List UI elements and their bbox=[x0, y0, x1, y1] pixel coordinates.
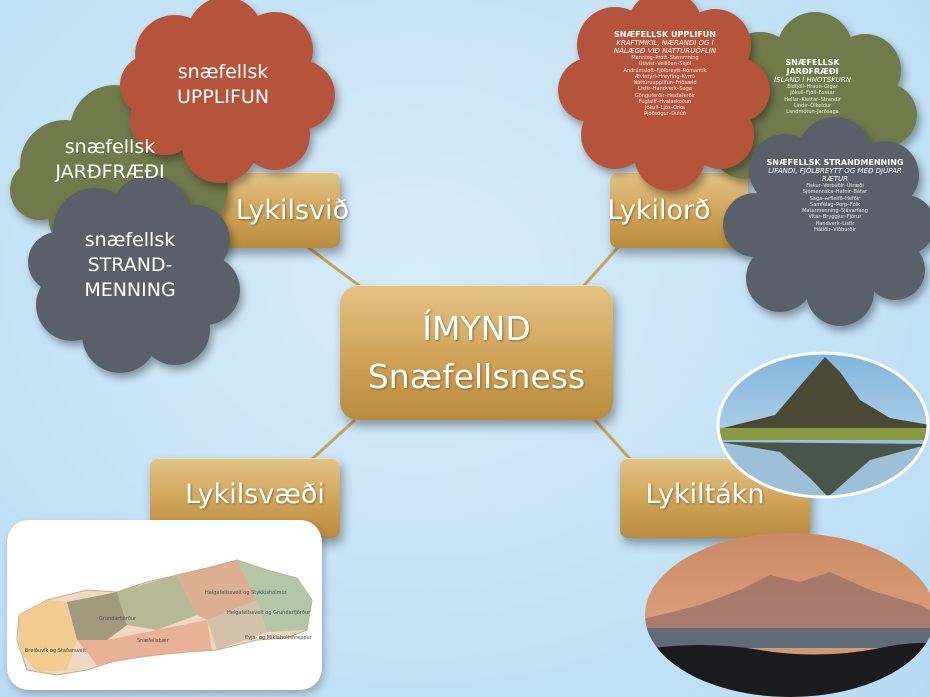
cloud-line: Andrúmsloft–Fjölbreytt–Rómantík bbox=[623, 67, 707, 74]
cloud-line: Saga–Arfleifð–Hefðir bbox=[809, 195, 861, 202]
cloud-right-jardfraedi-subtitle: ÍSLAND Í HNOTSKURN bbox=[774, 76, 851, 84]
cloud-line: Náttúruupplifun–Friðsæld bbox=[633, 80, 697, 86]
cloud-right-strandmenning-subtitle: LIFANDI, FJÖLBREYTT OG MEÐ DJÚPAR RÆTUR bbox=[768, 167, 902, 183]
cloud-line: Hátíðir–Viðburðir bbox=[814, 226, 856, 233]
map-region-label: Snæfellsbær bbox=[137, 638, 169, 644]
cloud-jardfraedi-line2: JARÐFRÆÐI bbox=[55, 161, 165, 184]
cloud-label-upplifun: snæfellsk UPPLIFUN bbox=[163, 60, 283, 110]
cloud-right-strandmenning-title: SNÆFELLSK STRANDMENNING bbox=[766, 158, 904, 167]
center-box: ÍMYND Snæfellsness bbox=[340, 285, 613, 420]
cloud-line: Jökull–Ljós–Orka bbox=[645, 105, 685, 111]
cloud-line: Jökull–Fjöll–Fossar bbox=[790, 90, 835, 97]
cloud-strandmenning-line3: MENNING bbox=[84, 279, 176, 302]
cloud-right-upplifun-text: SNÆFELLSK UPPLIFUN KRAFTMIKIL, NÆRANDI O… bbox=[610, 30, 720, 160]
branch-label-lykilsvid: Lykilsvið bbox=[235, 194, 350, 226]
cloud-right-upplifun-title: SNÆFELLSK UPPLIFUN bbox=[614, 30, 716, 39]
cloud-upplifun-line1: snæfellsk bbox=[177, 61, 269, 83]
branch-box-lykilsvid: Lykilsvið bbox=[195, 172, 349, 248]
cloud-line: Eldfjöll–Hraun–Gígar bbox=[787, 84, 838, 90]
cloud-label-jardfraedi: snæfellsk JARÐFRÆÐI bbox=[35, 135, 185, 185]
cloud-line: Fuglalíf–Hvalaskoðun bbox=[638, 98, 692, 105]
map-region-label: Breiðuvík og Staðarsveit bbox=[25, 648, 87, 654]
map-graphic bbox=[16, 559, 313, 676]
cloud-line: Sjómennska–Hafnir–Bátar bbox=[802, 189, 868, 196]
cloud-line: Þjóðsögur–Dulúð bbox=[644, 111, 686, 118]
map-region-label: Helgafellssveit og Stykkishólmur bbox=[205, 590, 287, 596]
connector-top-right bbox=[578, 244, 622, 291]
branch-label-lykilsvaedi: Lykilsvæði bbox=[185, 478, 325, 510]
cloud-strandmenning-line2: STRAND- bbox=[87, 254, 173, 277]
center-subtitle: Snæfellsness bbox=[367, 356, 586, 396]
cloud-line: Hellar–Klettar–Strandir bbox=[784, 96, 841, 103]
cloud-line: Ævintýri–Hreyfing–Kyrrð bbox=[635, 73, 695, 80]
cloud-line: Listir–Handverk–Saga bbox=[638, 86, 692, 93]
cloud-right-jardfraedi-title: SNÆFELLSK JARÐFRÆÐI bbox=[785, 58, 840, 76]
cloud-right-upplifun-subtitle: KRAFTMIKIL, NÆRANDI OG Í NÁLÆGÐ VIÐ NÁTT… bbox=[613, 39, 717, 55]
connector-top-left bbox=[304, 243, 366, 292]
cloud-line: Lindir–Ölkeldur bbox=[793, 102, 832, 109]
cloud-line: Útivist–Vellíðan–Skjól bbox=[638, 61, 692, 68]
cloud-line: Handverk–Listir bbox=[815, 220, 855, 227]
cloud-jardfraedi-line1: snæfellsk bbox=[64, 136, 156, 158]
map-region-label: Eyja- og Miklaholtshreppur bbox=[245, 635, 312, 641]
cloud-line: Matarmenning–Sjávarfang bbox=[802, 208, 868, 214]
cloud-label-strandmenning: snæfellsk STRAND- MENNING bbox=[65, 228, 195, 303]
branch-box-lykiltakn: Lykiltákn bbox=[620, 458, 810, 538]
cloud-line: Vitar–Bryggjur–Fjörur bbox=[808, 214, 862, 221]
center-title: ÍMYND bbox=[422, 308, 531, 348]
map-region-label: Grundarfjörður bbox=[99, 616, 137, 622]
map-panel: Helgafellssveit og Stykkishólmur Grundar… bbox=[7, 520, 322, 690]
cloud-right-jardfraedi-text: SNÆFELLSK JARÐFRÆÐI ÍSLAND Í HNOTSKURN E… bbox=[765, 58, 860, 138]
cloud-line: Gönguferðir–Hestaferðir bbox=[634, 92, 696, 99]
cloud-right-strandmenning-text: SNÆFELLSK STRANDMENNING LIFANDI, FJÖLBRE… bbox=[765, 158, 905, 293]
cloud-line: Samfélag–Þorp–Fólk bbox=[810, 201, 860, 208]
branch-box-lykilord: Lykilorð bbox=[607, 172, 748, 248]
branch-label-lykiltakn: Lykiltákn bbox=[645, 478, 765, 510]
cloud-line: Menning–Þrótt–Stemmning bbox=[631, 55, 699, 61]
cloud-line: Landmótun–Jarðsaga bbox=[786, 109, 839, 115]
cloud-upplifun-line2: UPPLIFUN bbox=[176, 86, 270, 109]
branch-label-lykilord: Lykilorð bbox=[607, 194, 711, 226]
cloud-line: Fiskur–Verbúðir–Útræði bbox=[806, 183, 864, 189]
cloud-strandmenning-line1: snæfellsk bbox=[84, 229, 176, 251]
map-region-label: Helgafellssveit og Grundarfjörður bbox=[227, 610, 311, 616]
